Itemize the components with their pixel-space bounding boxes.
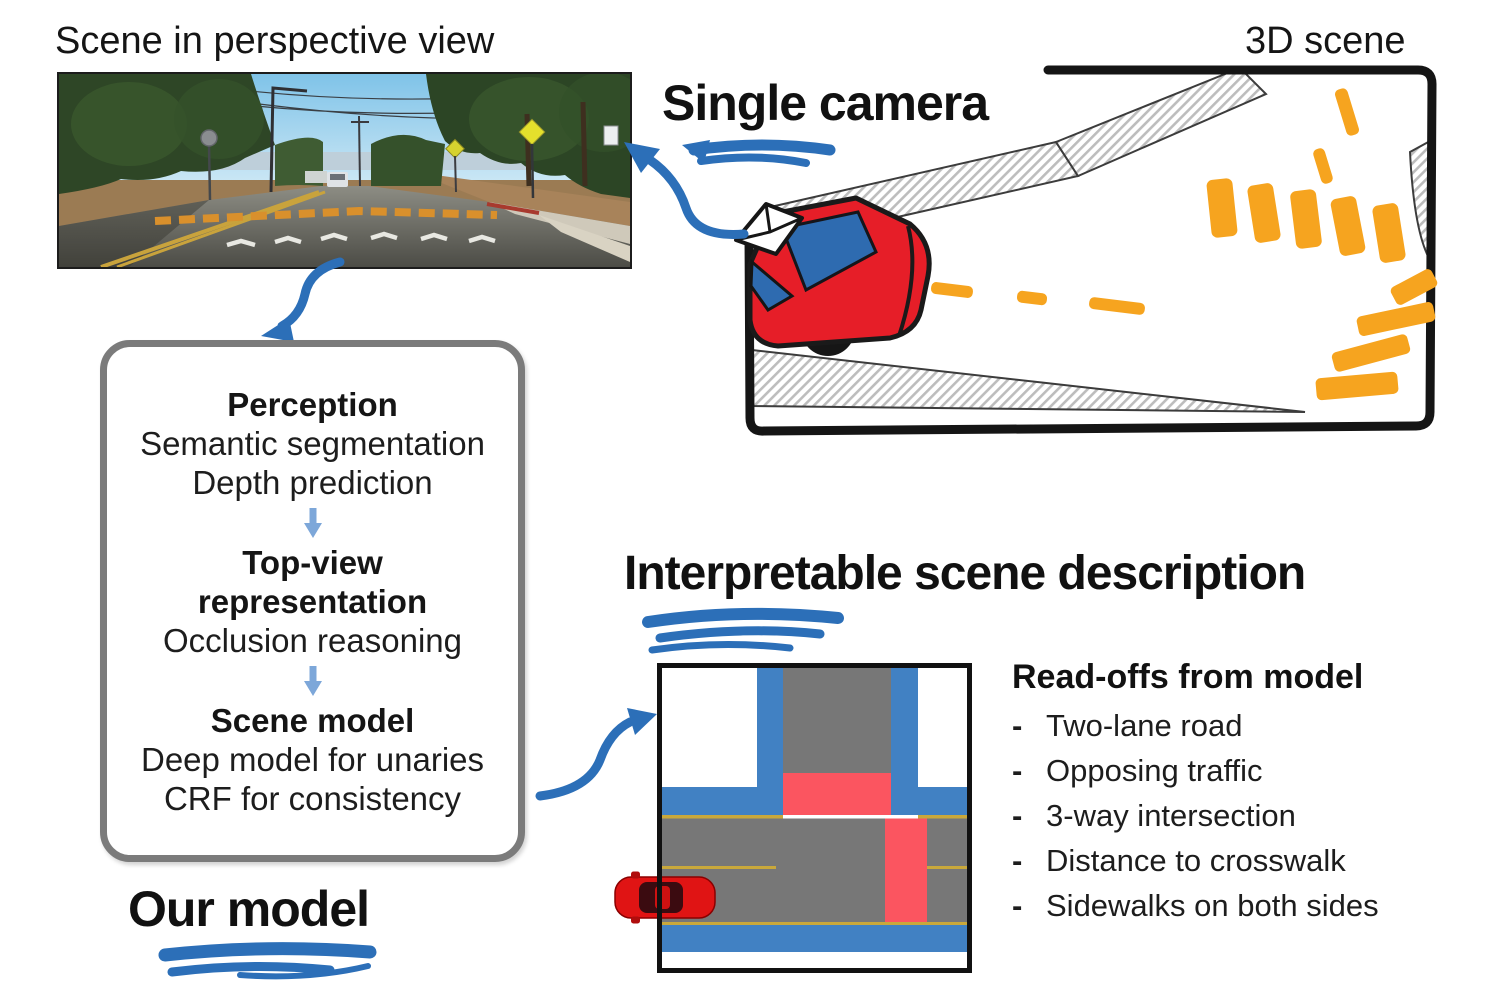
step-title: Perception xyxy=(227,385,398,423)
sketch-lane-markings xyxy=(930,88,1359,315)
step-line: CRF for consistency xyxy=(163,779,462,817)
step-title: Scene model xyxy=(210,701,415,739)
readoff-item: - 3-way intersection xyxy=(1012,799,1472,832)
perspective-view-title: Scene in perspective view xyxy=(55,20,495,62)
step-line: Deep model for unaries xyxy=(140,740,485,778)
readoff-item: - Sidewalks on both sides xyxy=(1012,889,1472,922)
readoff-item: - Opposing traffic xyxy=(1012,754,1472,787)
sketch-frame xyxy=(744,65,1437,436)
flow-down-arrow-icon xyxy=(303,665,322,696)
sketch-crosswalk-right xyxy=(1315,269,1438,401)
map-ego-car xyxy=(614,871,716,924)
map-sidewalks xyxy=(662,668,967,952)
readoff-text: Distance to crosswalk xyxy=(1046,843,1346,878)
topview-map xyxy=(614,663,972,973)
pipeline-to-map-arrow-icon xyxy=(535,708,657,801)
step-title: Top-view representation xyxy=(197,543,428,620)
dash-bullet: - xyxy=(1012,798,1023,833)
map-border xyxy=(657,663,972,973)
step-line: Semantic segmentation xyxy=(140,424,485,462)
interpretable-underline-scribble xyxy=(642,607,844,654)
camera-to-photo-arrow-icon xyxy=(624,142,749,239)
dash-bullet: - xyxy=(1012,708,1023,743)
pipeline-step-scene-model: Scene model Deep model for unaries CRF f… xyxy=(141,701,484,818)
photo-to-pipeline-arrow-icon xyxy=(261,257,345,342)
sketch-car xyxy=(734,195,932,356)
our-model-title: Our model xyxy=(128,881,370,937)
our-model-underline-scribble xyxy=(158,942,377,980)
readoff-text: Sidewalks on both sides xyxy=(1046,888,1379,923)
step-line: Depth prediction xyxy=(192,463,433,501)
map-branch-road xyxy=(783,668,891,773)
readoff-text: 3-way intersection xyxy=(1046,798,1296,833)
map-crosswalk-top xyxy=(783,773,891,815)
readoffs-panel: Read-offs from model - Two-lane road - O… xyxy=(1012,658,1472,934)
pipeline-step-perception: Perception Semantic segmentation Depth p… xyxy=(140,385,485,502)
dash-bullet: - xyxy=(1012,843,1023,878)
single-camera-title: Single camera xyxy=(662,75,989,131)
readoff-text: Opposing traffic xyxy=(1046,753,1263,788)
readoffs-title: Read-offs from model xyxy=(1012,658,1364,696)
pipeline-step-topview: Top-view representation Occlusion reason… xyxy=(153,543,473,660)
perspective-photo xyxy=(57,72,632,269)
flow-down-arrow-icon xyxy=(303,507,322,538)
dash-bullet: - xyxy=(1012,753,1023,788)
sketch-near-sidewalk xyxy=(751,348,1306,413)
map-lane-lines xyxy=(662,815,967,925)
single-camera-underline-scribble xyxy=(682,139,836,167)
readoff-text: Two-lane road xyxy=(1046,708,1243,743)
sketch-crosswalk-top xyxy=(1206,178,1406,263)
interpretable-title: Interpretable scene description xyxy=(624,547,1306,600)
pipeline-box: Perception Semantic segmentation Depth p… xyxy=(100,340,525,862)
map-crosswalk-right xyxy=(885,818,927,923)
3d-scene-sketch xyxy=(624,65,1438,436)
road-scene-illustration xyxy=(59,74,630,267)
dash-bullet: - xyxy=(1012,888,1023,923)
step-line: Occlusion reasoning xyxy=(163,621,462,659)
sketch-branch-left-sidewalk xyxy=(1054,66,1268,178)
3d-scene-title: 3D scene xyxy=(1245,20,1406,62)
readoff-item: - Two-lane road xyxy=(1012,709,1472,742)
readoff-item: - Distance to crosswalk xyxy=(1012,844,1472,877)
